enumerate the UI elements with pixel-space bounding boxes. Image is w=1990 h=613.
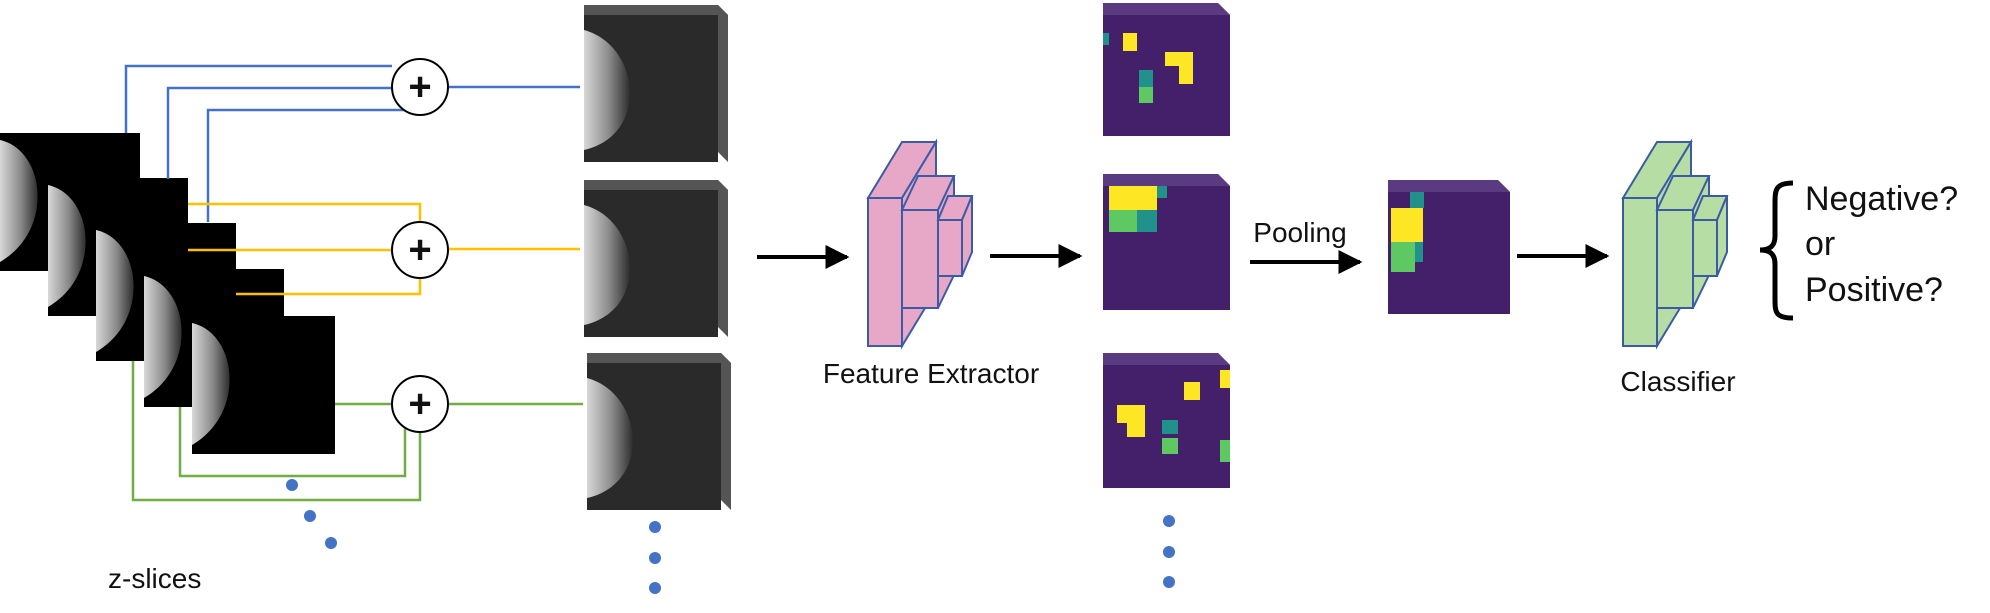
- feature-map-cube: [1103, 3, 1230, 136]
- feature-map-cube: [1103, 353, 1230, 488]
- combined-image-cube: [584, 180, 728, 337]
- green-group-connectors: [131, 361, 583, 502]
- blue-group-connectors: [124, 64, 580, 222]
- ellipsis-icon: [649, 521, 661, 594]
- sum-operator-label: +: [408, 65, 431, 109]
- sum-operator-icon: +: [391, 375, 449, 433]
- ellipsis-icon: [286, 479, 337, 549]
- sum-operator-label: +: [408, 228, 431, 272]
- sum-operator-icon: +: [391, 58, 449, 116]
- feature-extractor-block: [866, 138, 974, 350]
- sum-operator-label: +: [408, 382, 431, 426]
- output-negative-label: Negative?: [1805, 180, 1958, 218]
- ellipsis-icon: [1163, 515, 1175, 588]
- z-slices-label: z-slices: [108, 563, 201, 594]
- output-positive-label: Positive?: [1805, 271, 1943, 309]
- pooling-label: Pooling: [1253, 217, 1346, 248]
- curly-brace-icon: [1759, 180, 1794, 321]
- pooled-feature-map-cube: [1388, 180, 1510, 314]
- classifier-block: [1621, 138, 1729, 350]
- combined-image-cube: [584, 5, 728, 162]
- z-slice-5: [192, 316, 335, 454]
- sum-operator-icon: +: [391, 221, 449, 279]
- feature-extractor-label: Feature Extractor: [823, 358, 1039, 389]
- z-slice-stack: [0, 133, 335, 454]
- output-or-label: or: [1805, 225, 1835, 263]
- combined-image-cube: [587, 353, 731, 510]
- feature-map-cube: [1103, 174, 1230, 310]
- classifier-label: Classifier: [1620, 366, 1735, 397]
